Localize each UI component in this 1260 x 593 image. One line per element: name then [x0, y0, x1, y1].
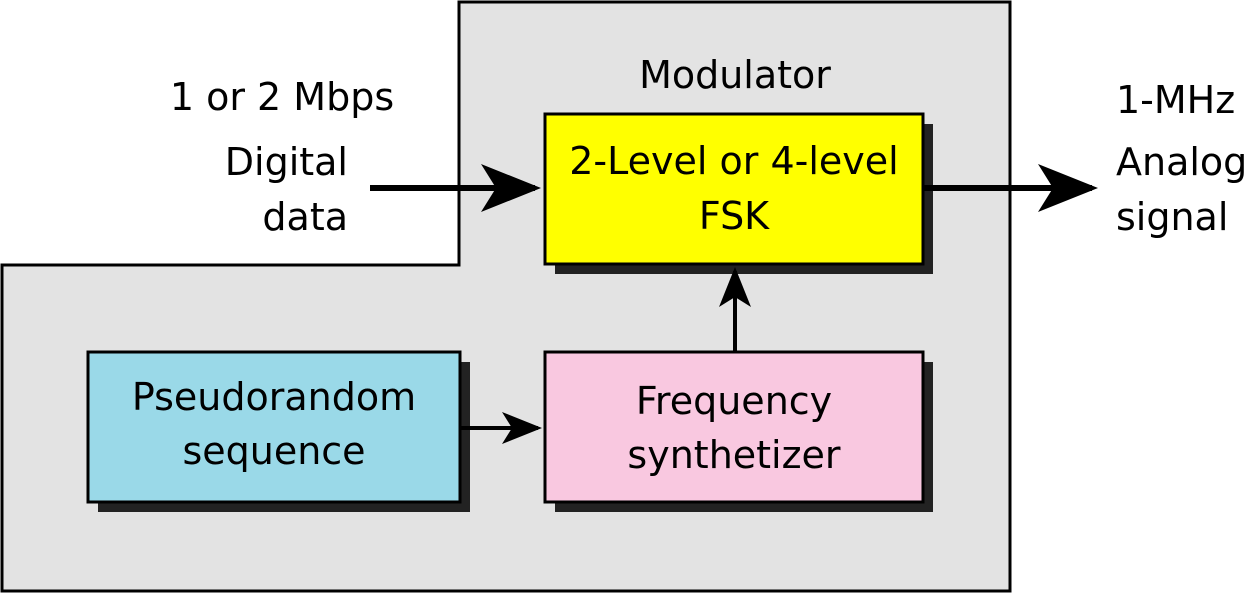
modulator-label: Modulator	[639, 53, 831, 97]
pseudorandom-block-line2: sequence	[182, 429, 365, 473]
synth-block	[543, 350, 925, 504]
input-digital-label: Digital	[225, 140, 348, 184]
synth-block-line1: Frequency	[636, 379, 832, 423]
fsk-block-line1: 2-Level or 4-level	[569, 139, 898, 183]
pseudorandom-block	[86, 350, 462, 504]
input-data-label: data	[262, 195, 348, 239]
fsk-block	[543, 112, 925, 266]
input-rate-label: 1 or 2 Mbps	[170, 75, 394, 119]
output-analog-label: Analog	[1116, 140, 1247, 184]
pseudorandom-block-line1: Pseudorandom	[132, 375, 416, 419]
output-signal-label: signal	[1116, 195, 1228, 239]
output-freq-label: 1-MHz	[1116, 78, 1235, 122]
synth-block-line2: synthetizer	[627, 433, 841, 477]
fsk-block-line2: FSK	[699, 194, 770, 238]
